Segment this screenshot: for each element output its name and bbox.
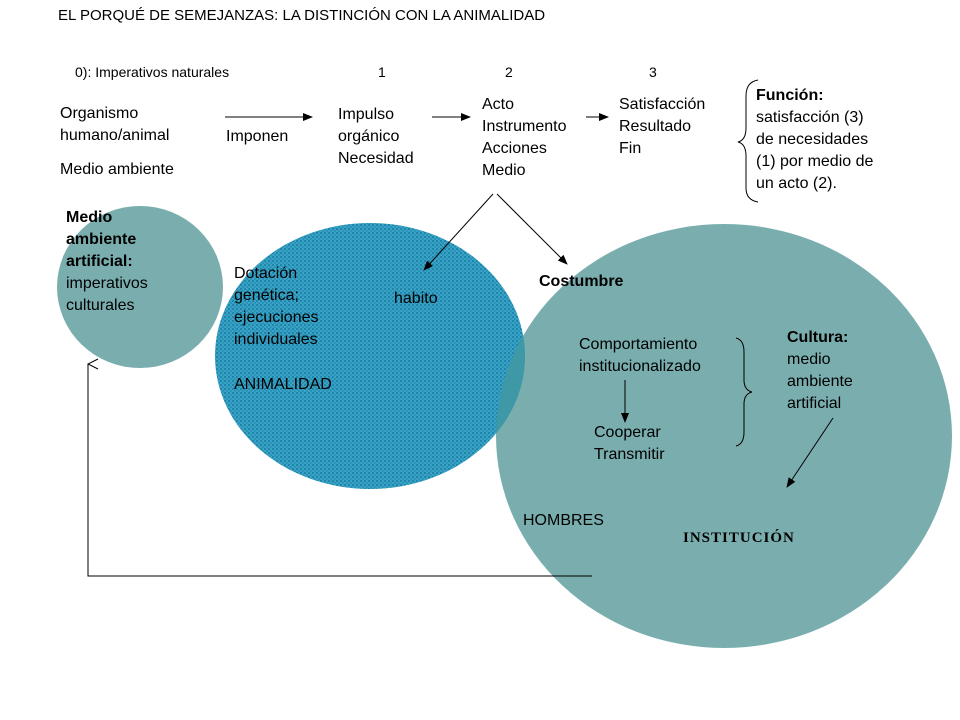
institucion-label: INSTITUCIÓN [683,530,795,546]
funcion-line: (1) por medio de [756,153,874,170]
comportamiento-line: Comportamiento [579,336,698,353]
comportamiento-text: Comportamiento institucionalizado [579,334,701,378]
impulso-line: Impulso [338,106,395,123]
funcion-brace [737,79,759,203]
hombres-circle [496,224,952,648]
arrow-cultura-institucion [786,417,834,488]
dotacion-line: genética; [234,287,299,304]
feedback-loop-line [88,364,592,577]
cultura-heading: Cultura: [787,329,849,346]
organismo-line: Organismo [60,105,139,122]
dotacion-line: ejecuciones [234,309,319,326]
hombres-label: HOMBRES [523,512,604,529]
medio-ambiente-label: Medio ambiente [60,161,174,178]
medio-artificial-heading: Medio [66,209,113,226]
dotacion-line: Dotación [234,265,298,282]
impulso-line: Necesidad [338,150,414,167]
medio-artificial-line: culturales [66,297,135,314]
animalidad-circle [215,223,525,489]
step-number-2: 2 [505,64,513,80]
imperativos-label: 0): Imperativos naturales [75,64,230,80]
cultura-line: medio [787,351,831,368]
funcion-line: de necesidades [756,131,869,148]
dotacion-line: individuales [234,331,318,348]
funcion-line: satisfacción (3) [756,109,864,126]
habito-label: habito [394,290,438,307]
cultura-line: ambiente [787,373,853,390]
medio-artificial-text: Medio ambiente artificial: imperativos c… [66,207,148,317]
comportamiento-line: institucionalizado [579,358,701,375]
medio-artificial-heading: artificial: [66,253,133,270]
impulso-line: orgánico [338,128,400,145]
page-title: EL PORQUÉ DE SEMEJANZAS: LA DISTINCIÓN C… [58,7,546,24]
cooperar-line: Transmitir [594,446,665,463]
medio-artificial-heading: ambiente [66,231,137,248]
imponen-label: Imponen [226,128,289,145]
cooperar-text: Cooperar Transmitir [594,422,665,466]
step-number-3: 3 [649,64,657,80]
organismo-text: Organismo humano/animal [60,103,169,147]
funcion-text: Función: satisfacción (3) de necesidades… [756,85,873,195]
satisfaccion-line: Satisfacción [619,96,706,113]
costumbre-label: Costumbre [539,273,624,290]
cultura-text: Cultura: medio ambiente artificial [787,327,853,415]
acto-line: Medio [482,162,526,179]
step-number-1: 1 [378,64,386,80]
arrow-acto-habito [423,193,494,271]
cooperar-line: Cooperar [594,424,661,441]
organismo-line: humano/animal [60,127,170,144]
arrow-acto-costumbre [496,193,568,265]
acto-line: Instrumento [482,118,567,135]
satisfaccion-text: Satisfacción Resultado Fin [619,94,705,160]
cultura-line: artificial [787,395,842,412]
acto-text: Acto Instrumento Acciones Medio [482,94,566,182]
funcion-line: un acto (2). [756,175,837,192]
medio-artificial-circle [57,206,223,368]
impulso-text: Impulso orgánico Necesidad [338,104,414,170]
satisfaccion-line: Fin [619,140,642,157]
dotacion-text: Dotación genética; ejecuciones individua… [234,263,319,351]
funcion-heading: Función: [756,87,824,104]
satisfaccion-line: Resultado [619,118,692,135]
cultura-brace [735,337,753,447]
medio-artificial-line: imperativos [66,275,148,292]
acto-line: Acto [482,96,515,113]
acto-line: Acciones [482,140,547,157]
animalidad-label: ANIMALIDAD [234,376,332,393]
